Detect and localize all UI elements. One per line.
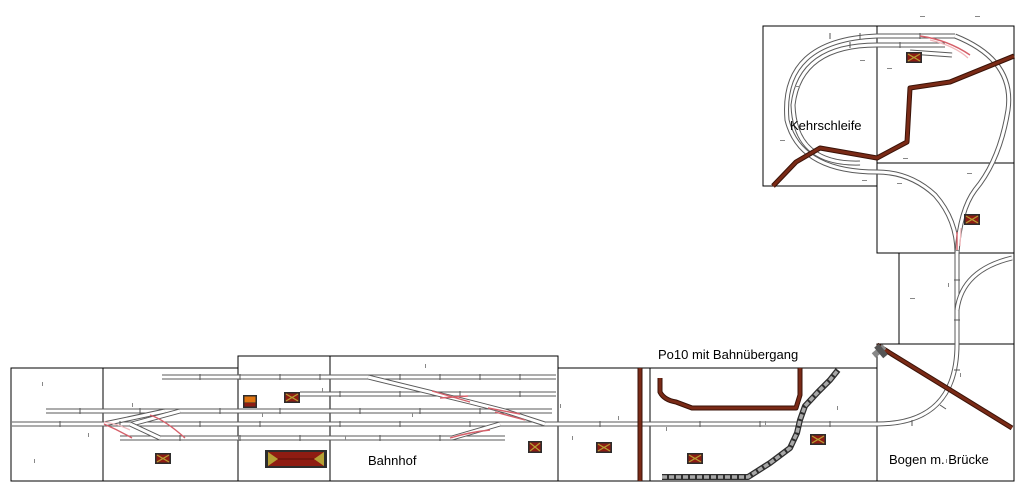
switch-marker[interactable] bbox=[494, 411, 526, 421]
tick-mark bbox=[955, 250, 960, 251]
bridge-icon[interactable] bbox=[871, 343, 888, 359]
tick-mark bbox=[560, 404, 561, 408]
track-segment-core bbox=[785, 34, 955, 174]
switch-markers bbox=[103, 35, 971, 439]
track-segment-core bbox=[791, 43, 878, 165]
switch-marker[interactable] bbox=[103, 423, 133, 439]
tick-mark bbox=[262, 413, 263, 417]
label-bahnhof: Bahnhof bbox=[368, 453, 417, 468]
tick-mark bbox=[765, 421, 766, 425]
module-kehrschleife-right[interactable] bbox=[876, 25, 1015, 164]
station-building-icon[interactable] bbox=[265, 450, 327, 468]
switch-marker[interactable] bbox=[431, 390, 471, 403]
track-segment-core bbox=[103, 409, 166, 426]
tick-mark bbox=[322, 388, 323, 392]
buildings bbox=[155, 52, 980, 468]
road-core bbox=[771, 54, 1015, 188]
tick-mark bbox=[903, 158, 908, 159]
road-core bbox=[876, 343, 1013, 430]
house-icon[interactable] bbox=[810, 434, 826, 445]
switch-marker[interactable] bbox=[487, 407, 521, 415]
tick-mark bbox=[948, 283, 949, 287]
track-segment-core bbox=[129, 422, 161, 440]
house-icon[interactable] bbox=[155, 453, 171, 464]
tick-mark bbox=[412, 413, 413, 417]
tick-mark bbox=[425, 364, 426, 368]
house-icon[interactable] bbox=[284, 392, 300, 403]
switch-marker[interactable] bbox=[959, 227, 962, 247]
signal-box-icon[interactable] bbox=[243, 395, 257, 408]
tick-mark bbox=[572, 436, 573, 440]
switch-marker[interactable] bbox=[149, 414, 186, 439]
tick-mark bbox=[862, 180, 867, 181]
tick-mark bbox=[920, 16, 925, 17]
tick-mark bbox=[795, 86, 800, 87]
tick-marks bbox=[34, 16, 980, 463]
tick-mark bbox=[897, 183, 902, 184]
grey-siding bbox=[662, 368, 841, 480]
tick-mark bbox=[34, 459, 35, 463]
track-joint bbox=[939, 404, 947, 410]
house-icon[interactable] bbox=[906, 52, 922, 63]
track-segment-core bbox=[367, 375, 546, 426]
tick-mark bbox=[967, 173, 972, 174]
house-icon[interactable] bbox=[964, 214, 980, 225]
switch-marker[interactable] bbox=[919, 35, 971, 56]
switch-marker[interactable] bbox=[929, 39, 969, 59]
house-icon[interactable] bbox=[687, 453, 703, 464]
tick-mark bbox=[780, 140, 785, 141]
tick-mark bbox=[975, 16, 980, 17]
tick-mark bbox=[42, 382, 43, 386]
roads bbox=[637, 53, 1015, 481]
tick-mark bbox=[887, 68, 892, 69]
track-segment-core bbox=[955, 256, 1013, 311]
module-outlines bbox=[10, 25, 1015, 482]
tick-mark bbox=[345, 436, 346, 440]
label-kehrschleife: Kehrschleife bbox=[790, 118, 862, 133]
tick-mark bbox=[837, 406, 838, 410]
switch-marker[interactable] bbox=[103, 421, 131, 431]
road-core bbox=[658, 368, 802, 410]
tick-mark bbox=[910, 298, 915, 299]
tick-mark bbox=[960, 373, 961, 377]
label-bogen-bruecke: Bogen m. Brücke bbox=[889, 452, 989, 467]
tick-mark bbox=[860, 60, 865, 61]
house-icon[interactable] bbox=[528, 441, 542, 453]
house-icon[interactable] bbox=[596, 442, 612, 453]
switch-marker[interactable] bbox=[449, 429, 491, 439]
tick-mark bbox=[618, 416, 619, 420]
tick-mark bbox=[88, 433, 89, 437]
tick-mark bbox=[132, 403, 133, 407]
tick-mark bbox=[666, 427, 667, 431]
tick-mark bbox=[946, 459, 947, 463]
label-po10: Po10 mit Bahnübergang bbox=[658, 347, 798, 362]
switch-marker[interactable] bbox=[439, 395, 469, 399]
tick-mark bbox=[238, 436, 239, 440]
